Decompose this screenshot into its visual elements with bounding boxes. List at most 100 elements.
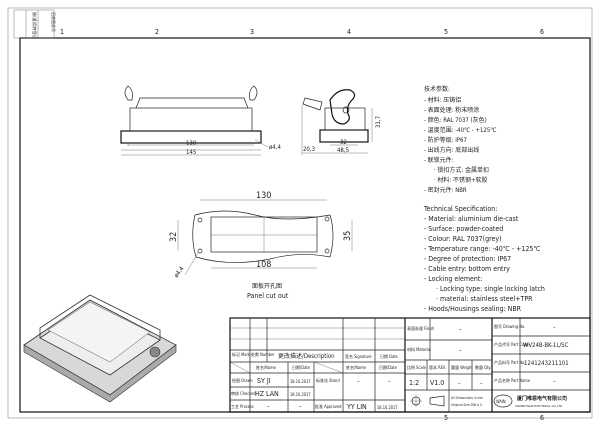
dim-145: 145 xyxy=(186,149,196,156)
units-note: All Dimensions in mm xyxy=(451,396,483,400)
process-name: – xyxy=(267,403,270,410)
finish-value: – xyxy=(459,326,462,333)
dim-130: 130 xyxy=(186,140,197,147)
spec-en-line: - Degree of protection: IP67 xyxy=(424,255,511,263)
zone-6: 6 xyxy=(540,28,544,36)
strip-label-1: 借(通)用件登记 xyxy=(32,12,38,39)
spec-cn-line: - 密封元件: NBR xyxy=(424,186,467,194)
part-code-label: 产品代号 Part Code xyxy=(494,341,529,347)
cutout-title-cn: 面板开孔图 xyxy=(252,282,282,290)
drawn-date: 18.10.2017 xyxy=(290,379,311,384)
cutout-dim-35: 35 xyxy=(343,231,353,241)
strip-label-2: 旧底图总号 xyxy=(51,12,57,32)
spec-en-line: - Material: aluminium die-cast xyxy=(424,215,519,223)
part-no-value: 1241243211101 xyxy=(524,360,569,367)
material-label: 材料 Material xyxy=(407,346,431,352)
rev-value: V1.0 xyxy=(430,379,444,387)
side-view: 31,7 20,3 48,5 32 xyxy=(301,89,382,155)
spec-en-line: - Hoods/Housings sealing: NBR xyxy=(424,305,522,313)
zone-3: 3 xyxy=(250,28,254,36)
mark-label: 标记 Mark xyxy=(232,351,251,357)
spec-en-line: - Cable entry: bottom entry xyxy=(424,265,510,273)
cutout-dim-130: 130 xyxy=(256,191,271,201)
date-header-2: 日期/Date xyxy=(379,364,398,370)
stand-name: – xyxy=(357,378,360,385)
side-strip: 借(通)用件登记 旧底图总号 xyxy=(13,9,57,39)
spec-cn-line: - 温度范围: -40℃ - +125℃ xyxy=(424,126,496,134)
part-code-value: WV24B-BK-1L/SC xyxy=(523,342,569,349)
spec-en-line: - Colour: RAL 7037(grey) xyxy=(424,235,502,243)
spec-en-line: - Surface: powder-coated xyxy=(424,225,503,233)
checked-name: HZ LAN xyxy=(255,390,279,398)
title-block: 标记 Mark 处数 Number 更改描述/Description 签名 Si… xyxy=(229,317,591,413)
spec-cn-line: · 材料: 不锈钢+软胶 xyxy=(434,176,488,184)
dim-31-7: 31,7 xyxy=(375,116,382,128)
dim-20-3: 20,3 xyxy=(303,146,315,153)
qty-label: 数量 Qty. xyxy=(475,364,491,370)
dim-hole: ø4,4 xyxy=(269,144,281,151)
zone-4: 4 xyxy=(347,28,351,36)
dim-48-5: 48,5 xyxy=(337,147,349,154)
spec-cn: 技术参数: - 材料: 压铸铝 - 表面处理: 粉末喷涂 - 颜色: RAL 7… xyxy=(424,85,496,194)
weight-value: – xyxy=(458,380,461,387)
isometric-render xyxy=(23,294,177,403)
drawing-no-value: – xyxy=(553,324,556,331)
cutout-dim-hole: ø4,4 xyxy=(173,265,186,279)
size-note: Original Size DIN A 4 xyxy=(451,403,482,407)
spec-en: Technical Specification: - Material: alu… xyxy=(423,205,545,313)
scale-label: 比例 Scale xyxy=(407,364,427,370)
process-label: 工艺 Process xyxy=(231,404,254,409)
company-name-cn: 厦门唯恩电气有限公司 xyxy=(517,395,567,402)
qty-value: – xyxy=(480,380,483,387)
spec-cn-line: - 材料: 压铸铝 xyxy=(424,96,461,104)
approved-name: YY LIN xyxy=(346,403,367,411)
zone-2: 2 xyxy=(155,28,159,36)
zone-labels: 1 2 3 4 5 6 5 6 xyxy=(60,28,544,422)
zone-1: 1 xyxy=(60,28,64,36)
spec-en-heading: Technical Specification: xyxy=(423,205,497,213)
drawn-name: SY JI xyxy=(257,377,271,385)
checked-date: 18.10.2017 xyxy=(290,392,311,397)
spec-cn-line: - 联锁元件: xyxy=(424,156,454,164)
spec-cn-line: - 防护等级: IP67 xyxy=(424,136,467,144)
spec-cn-line: · 锁扣方式: 金属单扣 xyxy=(434,166,489,174)
checked-label: 审核 Checked xyxy=(231,390,256,396)
process-date: – xyxy=(299,403,302,410)
date-label: 日期 Date xyxy=(380,353,399,359)
finish-label: 表面处理 Finish xyxy=(407,325,434,331)
dim-32: 32 xyxy=(340,139,347,146)
company-name-en: XIAMEN WAIN ELECTRICAL CO.,LTD xyxy=(515,404,562,408)
cutout-dim-108: 108 xyxy=(256,260,271,270)
stand-date: – xyxy=(388,378,391,385)
spec-en-line: · Locking type: single locking latch xyxy=(436,285,545,293)
signature-label: 签名 Signature xyxy=(345,353,372,359)
spec-cn-line: - 颜色: RAL 7037 (灰色) xyxy=(424,116,487,124)
number-label: 处数 Number xyxy=(251,351,275,357)
panel-cutout-view: 130 108 32 35 ø4,4 面板开孔图 Panel cut out xyxy=(169,191,353,300)
drawn-label: 绘图 Drawn xyxy=(232,377,253,383)
spec-cn-line: - 表面处理: 粉末喷涂 xyxy=(424,106,479,114)
front-view: 130 145 ø4,4 xyxy=(120,85,281,156)
cutout-dim-32: 32 xyxy=(169,232,179,242)
logo-text: WAIN xyxy=(496,399,506,404)
rev-label: 版本 REV. xyxy=(429,364,446,370)
material-value: – xyxy=(459,347,462,354)
description-label: 更改描述/Description xyxy=(278,352,335,360)
zone-6-bottom: 6 xyxy=(540,414,544,422)
spec-cn-line: - 出线方向: 底部出线 xyxy=(424,146,479,154)
spec-en-line: - Temperature range: -40℃ - +125℃ xyxy=(424,245,540,253)
part-name-value: – xyxy=(553,378,556,385)
approved-date: 18.10.2017 xyxy=(377,405,398,410)
projection-symbol-icon xyxy=(410,395,445,407)
company-logo: WAIN xyxy=(493,394,513,408)
part-no-label: 产品料号 Part No. xyxy=(494,359,525,365)
zone-5: 5 xyxy=(444,28,448,36)
scale-value: 1:2 xyxy=(409,379,419,387)
part-name-label: 产品名称 Part Name xyxy=(494,377,531,383)
zone-5-bottom: 5 xyxy=(444,414,448,422)
spec-en-line: · material: stainless steel+TPR xyxy=(436,295,533,303)
outer-border xyxy=(7,7,593,419)
name-header-2: 姓名/Name xyxy=(346,364,367,370)
date-header: 日期/Date xyxy=(292,364,311,370)
